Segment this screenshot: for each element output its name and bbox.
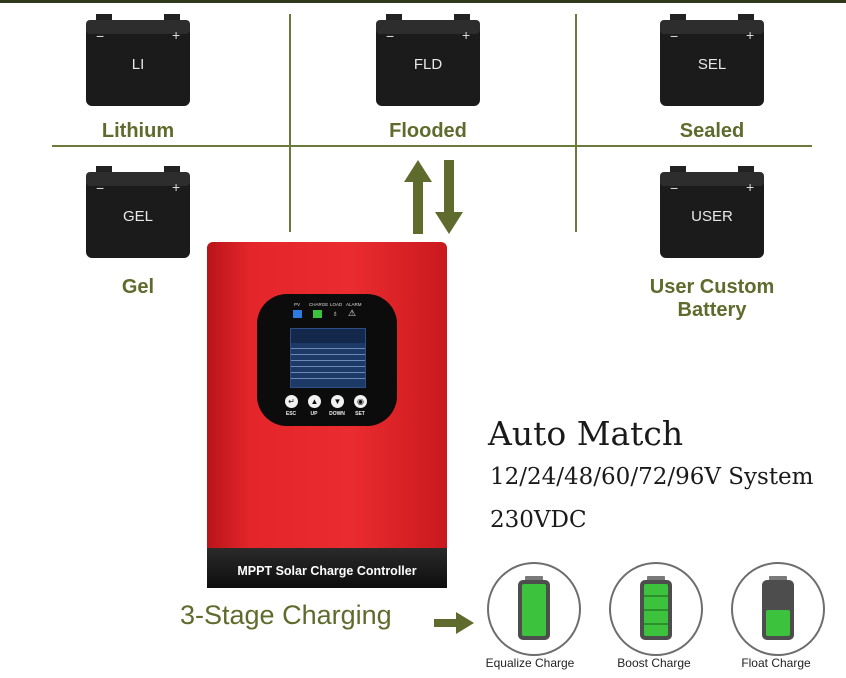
boost-charge-icon <box>609 562 703 656</box>
lcd-row <box>291 343 365 349</box>
battery-code: FLD <box>413 56 443 73</box>
pv-indicator-icon <box>293 310 302 318</box>
plus-label: + <box>746 179 755 195</box>
minus-label: − <box>670 180 679 196</box>
controller-base-label: MPPT Solar Charge Controller <box>237 564 417 578</box>
down-button[interactable]: ▼ <box>331 395 344 408</box>
esc-button[interactable]: ↵ <box>285 395 298 408</box>
controller-panel: PV CHARGE LOAD ALARM ♁ ⚠ ↵ ▲ ▼ ◉ ESC UP … <box>257 294 397 426</box>
status-charge: CHARGE <box>309 302 329 307</box>
battery-lithium-icon: − + LI <box>86 14 190 106</box>
battery-name-line2: Battery <box>677 299 747 321</box>
plus-label: + <box>462 27 471 43</box>
controller-base <box>207 548 447 588</box>
lcd-row <box>291 349 365 355</box>
battery-code: LI <box>131 56 145 73</box>
set-button[interactable]: ◉ <box>354 395 367 408</box>
status-alarm: ALARM <box>346 302 362 307</box>
lcd-row <box>291 373 365 379</box>
lcd-row <box>291 355 365 361</box>
battery-code: GEL <box>122 208 153 225</box>
lcd-row <box>291 367 365 373</box>
plus-label: + <box>746 27 755 43</box>
grid-line-vertical-right <box>575 14 577 232</box>
float-charge-label: Float Charge <box>741 656 811 670</box>
alarm-warning-icon: ⚠ <box>348 308 357 318</box>
minus-label: − <box>386 28 395 44</box>
status-load: LOAD <box>330 302 343 307</box>
grid-line-horizontal <box>52 145 812 147</box>
charging-title: 3-Stage Charging <box>180 600 392 630</box>
minus-label: − <box>96 28 105 44</box>
grid-line-vertical-left <box>289 14 291 232</box>
up-down-arrows-icon <box>404 160 463 234</box>
battery-name-lithium: Lithium <box>101 120 175 142</box>
down-label: DOWN <box>329 411 345 417</box>
battery-user-icon: − + USER <box>660 166 764 258</box>
plus-label: + <box>172 27 181 43</box>
load-bulb-icon: ♁ <box>332 309 338 318</box>
battery-name-flooded: Flooded <box>389 120 467 142</box>
battery-name-line1: User Custom <box>649 276 775 298</box>
charge-indicator-icon <box>313 310 322 318</box>
lcd-header <box>291 329 365 343</box>
plus-label: + <box>172 179 181 195</box>
esc-label: ESC <box>285 411 297 417</box>
up-label: UP <box>310 411 318 417</box>
equalize-charge-icon <box>487 562 581 656</box>
lcd-screen <box>290 328 366 388</box>
battery-code: SEL <box>697 56 727 73</box>
boost-charge-label: Boost Charge <box>617 656 691 670</box>
set-label: SET <box>355 411 365 417</box>
up-button[interactable]: ▲ <box>308 395 321 408</box>
battery-name-user-custom: User Custom Battery <box>636 276 788 322</box>
system-voltages-text: 12/24/48/60/72/96V System <box>490 464 814 490</box>
grid-line-top <box>0 0 846 3</box>
float-charge-icon <box>731 562 825 656</box>
battery-flooded-icon: − + FLD <box>376 14 480 106</box>
auto-match-headline: Auto Match <box>488 414 684 453</box>
right-arrow-icon <box>434 612 474 634</box>
dc-voltage-text: 230VDC <box>490 507 587 533</box>
battery-gel-icon: − + GEL <box>86 166 190 258</box>
battery-code: USER <box>691 208 733 225</box>
lcd-row <box>291 361 365 367</box>
battery-sealed-icon: − + SEL <box>660 14 764 106</box>
status-pv: PV <box>294 302 301 307</box>
charge-controller-device: PV CHARGE LOAD ALARM ♁ ⚠ ↵ ▲ ▼ ◉ ESC UP … <box>207 242 447 588</box>
battery-name-sealed: Sealed <box>679 120 745 142</box>
minus-label: − <box>670 28 679 44</box>
battery-name-gel: Gel <box>121 276 155 298</box>
equalize-charge-label: Equalize Charge <box>485 656 575 670</box>
minus-label: − <box>96 180 105 196</box>
